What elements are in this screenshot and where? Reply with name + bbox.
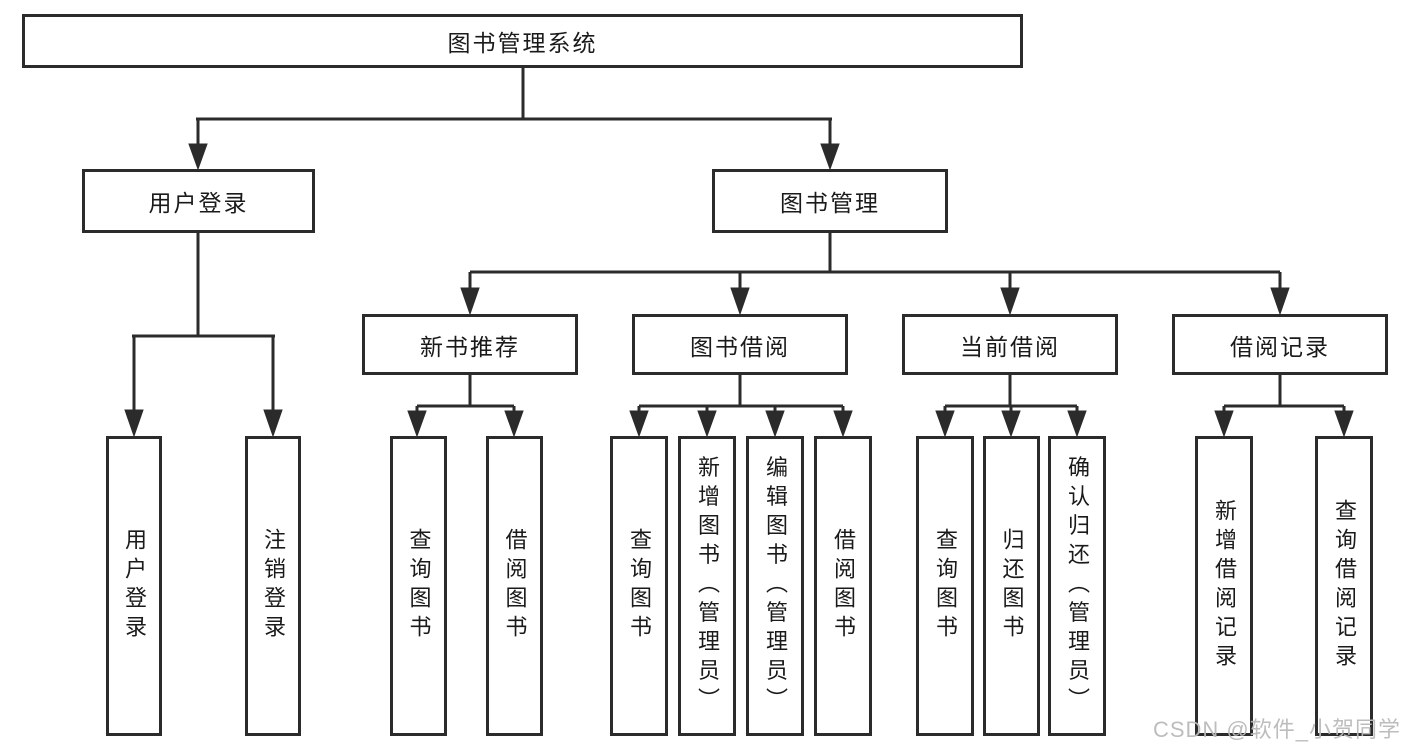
leaf-log-query-record: 查询借阅记录 <box>1315 436 1373 736</box>
arrowhead <box>1001 410 1021 438</box>
arrowhead <box>460 287 480 316</box>
connector-user-login-to-leaves <box>124 233 283 438</box>
leaf-logout-label: 注销登录 <box>261 528 286 644</box>
leaf-bor-query-book: 查询图书 <box>610 436 668 736</box>
arrowhead <box>833 410 853 438</box>
arrowhead <box>1067 410 1087 438</box>
node-borrow-record: 借阅记录 <box>1172 314 1388 375</box>
leaf-rec-query-book-label: 查询图书 <box>406 528 432 644</box>
arrowhead <box>188 143 208 171</box>
node-book-borrow: 图书借阅 <box>632 314 848 375</box>
leaf-rec-query-book: 查询图书 <box>390 436 447 736</box>
node-borrow-record-label: 借阅记录 <box>1230 333 1330 360</box>
leaf-log-add-record-label: 新增借阅记录 <box>1212 499 1237 673</box>
node-new-book-rec: 新书推荐 <box>362 314 578 375</box>
connector-root-to-level2 <box>188 68 840 171</box>
arrowhead <box>504 410 524 438</box>
node-current-borrow: 当前借阅 <box>902 314 1118 375</box>
leaf-cur-query-book-label: 查询图书 <box>933 528 958 644</box>
leaf-cur-return-book: 归还图书 <box>983 436 1040 736</box>
arrowhead <box>697 410 717 438</box>
arrowhead <box>730 287 750 316</box>
arrowhead <box>407 410 427 438</box>
connector-current-borrow-to-leaves <box>935 375 1087 438</box>
leaf-user-login-label: 用户登录 <box>122 528 147 644</box>
connector-borrow-record-to-leaves <box>1214 375 1354 438</box>
node-root-label: 图书管理系统 <box>447 30 598 56</box>
leaf-bor-add-book-label: 新增图书（管理员） <box>695 455 720 717</box>
csdn-watermark: CSDN @软件_小贺同学 <box>1152 717 1401 742</box>
node-user-login: 用户登录 <box>82 169 315 233</box>
leaf-bor-borrow-book-label: 借阅图书 <box>831 528 856 644</box>
arrowhead <box>1000 287 1020 316</box>
leaf-rec-borrow-book-label: 借阅图书 <box>502 528 528 644</box>
node-book-borrow-label: 图书借阅 <box>690 333 790 360</box>
leaf-bor-edit-book-label: 编辑图书（管理员） <box>763 455 788 717</box>
arrowhead <box>1270 287 1290 316</box>
arrowhead <box>935 410 955 438</box>
leaf-logout: 注销登录 <box>245 436 301 736</box>
connector-new-book-rec-to-leaves <box>407 375 524 438</box>
arrowhead <box>1214 410 1234 438</box>
leaf-bor-borrow-book: 借阅图书 <box>814 436 872 736</box>
leaf-user-login: 用户登录 <box>106 436 162 736</box>
node-book-mgmt: 图书管理 <box>712 169 948 233</box>
connector-book-borrow-to-leaves <box>629 375 853 438</box>
leaf-bor-add-book: 新增图书（管理员） <box>678 436 736 736</box>
arrowhead <box>765 410 785 438</box>
leaf-cur-confirm-return-label: 确认归还（管理员） <box>1065 455 1090 717</box>
arrowhead <box>820 143 840 171</box>
arrowhead <box>124 409 144 438</box>
arrowhead <box>1334 410 1354 438</box>
leaf-bor-edit-book: 编辑图书（管理员） <box>746 436 804 736</box>
node-book-mgmt-label: 图书管理 <box>780 190 880 216</box>
leaf-bor-query-book-label: 查询图书 <box>627 528 652 644</box>
leaf-log-query-record-label: 查询借阅记录 <box>1332 499 1357 673</box>
node-root: 图书管理系统 <box>22 14 1023 68</box>
leaf-cur-query-book: 查询图书 <box>916 436 974 736</box>
node-new-book-rec-label: 新书推荐 <box>420 333 520 360</box>
node-user-login-label: 用户登录 <box>148 190 249 216</box>
node-current-borrow-label: 当前借阅 <box>960 333 1060 360</box>
arrowhead <box>263 409 283 438</box>
arrowhead <box>629 410 649 438</box>
connector-book-mgmt-to-level3 <box>460 233 1290 316</box>
leaf-log-add-record: 新增借阅记录 <box>1195 436 1253 736</box>
leaf-cur-confirm-return: 确认归还（管理员） <box>1048 436 1106 736</box>
leaf-cur-return-book-label: 归还图书 <box>999 528 1025 644</box>
leaf-rec-borrow-book: 借阅图书 <box>486 436 543 736</box>
